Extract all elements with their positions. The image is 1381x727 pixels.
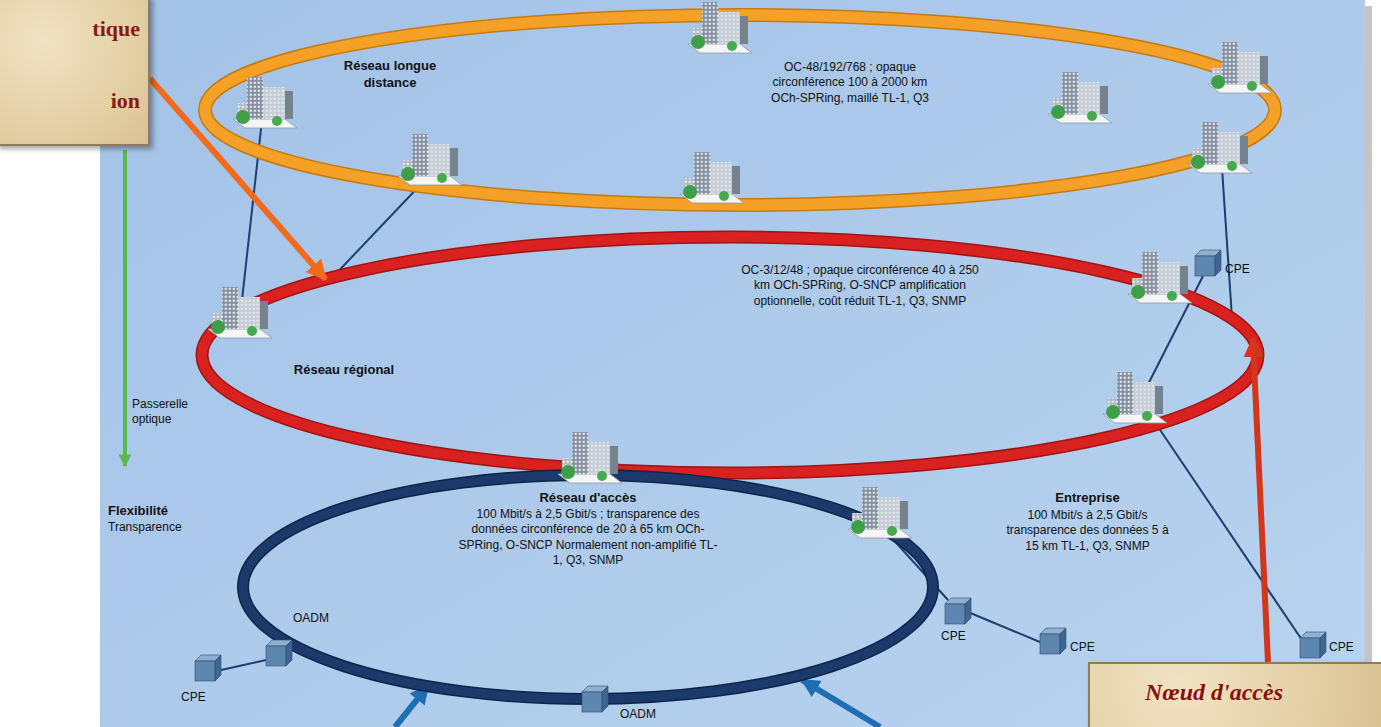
axis-label: Flexibilité <box>108 503 198 520</box>
equipment-label: OADM <box>293 611 341 626</box>
ring-edge <box>205 15 1275 205</box>
network-ring: Réseau régional OC-3/12/48 ; opaque circo… <box>194 229 1266 481</box>
equipment-label: CPE <box>181 690 217 705</box>
ring-specs: OC-3/12/48 ; opaque circonférence 40 à 2… <box>735 263 985 309</box>
callout-arrow <box>1253 339 1268 662</box>
fibre-link <box>968 612 1040 642</box>
callout-text: Nœud d'accès <box>1145 678 1375 707</box>
ring-title: Réseau d'accès <box>498 490 678 507</box>
slide-panel <box>100 0 1365 727</box>
ring-specs: OC-48/192/768 ; opaque circonférence 100… <box>762 60 938 106</box>
building-icon <box>398 134 462 185</box>
network-specs: 100 Mbit/s à 2,5 Gbit/s transparence des… <box>1005 508 1170 554</box>
ring-band <box>205 15 1275 205</box>
pointer-arrow <box>802 680 880 727</box>
cpe-cube <box>1040 628 1066 654</box>
callout-arrow <box>150 79 326 280</box>
gateway-label: Passerelle optique <box>132 397 204 428</box>
pointer-arrow <box>395 686 428 727</box>
equipment-label: CPE <box>941 629 977 644</box>
equipment-label: CPE <box>1070 640 1106 655</box>
ring-band <box>202 237 1258 473</box>
equipment-label: CPE <box>1329 640 1363 655</box>
callout-text: tique <box>0 16 140 42</box>
ring-title: Réseau longue distance <box>335 58 445 91</box>
building-icon <box>1048 72 1112 123</box>
fibre-link <box>1222 168 1232 318</box>
building-icon <box>680 152 744 203</box>
cpe-cube <box>1195 250 1221 276</box>
axis-label: Transparence <box>108 520 198 535</box>
cpe-cube <box>945 598 971 624</box>
cpe-cube <box>195 655 221 681</box>
ring-outline <box>194 229 1266 481</box>
network-ring: Réseau longue distance OC-48/192/768 ; op… <box>197 7 1283 213</box>
cpe-cube <box>1300 632 1326 658</box>
fibre-link <box>221 660 266 670</box>
ring-outline <box>197 7 1283 213</box>
equipment-label: CPE <box>1225 262 1261 277</box>
ring-specs: 100 Mbit/s à 2,5 Gbit/s ; transparence d… <box>458 507 718 568</box>
ring-edge <box>243 475 933 699</box>
ring-band <box>243 475 933 699</box>
ring-edge <box>202 237 1258 473</box>
fibre-link <box>1150 415 1302 640</box>
network-title: Entreprise <box>1005 490 1170 507</box>
network-ring: Réseau d'accès100 Mbit/s à 2,5 Gbit/s ; … <box>235 467 941 707</box>
gateway-arrow <box>123 150 127 466</box>
ring-title: Réseau régional <box>288 362 400 379</box>
callout-box: Nœud d'accès <box>1088 662 1381 727</box>
equipment-label: OADM <box>620 707 670 722</box>
callout-box: tique ion <box>0 0 150 146</box>
panel-shadow <box>1365 6 1372 727</box>
callout-text: ion <box>0 88 140 114</box>
building-icon <box>233 77 297 128</box>
building-icon <box>1103 372 1167 423</box>
